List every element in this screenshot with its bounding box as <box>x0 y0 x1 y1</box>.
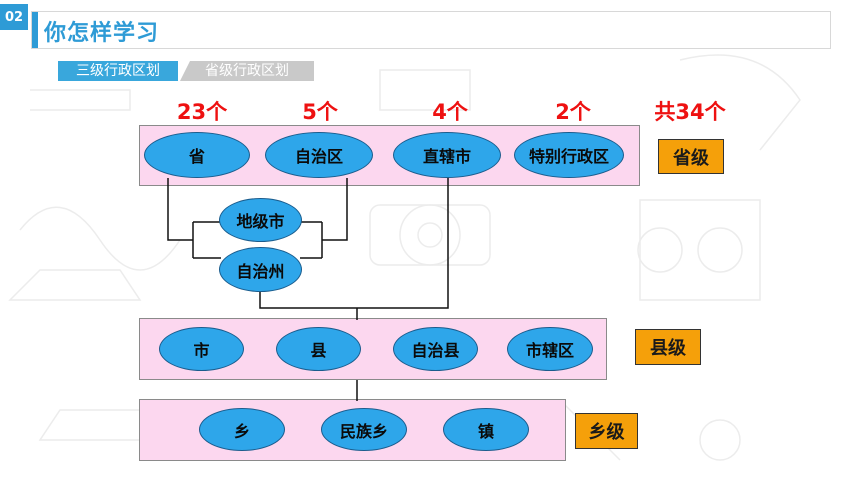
count-autonomous-region: 5个 <box>302 100 338 124</box>
node-province: 省 <box>144 132 250 178</box>
node-township: 乡 <box>199 408 285 451</box>
tab-province-divisions[interactable]: 省级行政区划 <box>180 61 314 81</box>
node-ethnic-township: 民族乡 <box>321 408 407 451</box>
node-autonomous-prefecture: 自治州 <box>219 247 302 292</box>
node-county: 县 <box>276 327 361 371</box>
county-level-label: 县级 <box>635 329 701 365</box>
node-municipality: 直辖市 <box>393 132 501 178</box>
page-title-box: 你怎样学习 <box>31 11 831 49</box>
node-city: 市 <box>159 327 244 371</box>
count-province: 23个 <box>176 100 228 124</box>
page-title: 你怎样学习 <box>44 21 160 46</box>
node-special-administrative-region: 特别行政区 <box>514 132 624 178</box>
count-total: 共34个 <box>654 100 726 124</box>
node-autonomous-county: 自治县 <box>393 327 478 371</box>
province-level-label: 省级 <box>658 139 724 174</box>
node-city-district: 市辖区 <box>507 327 593 371</box>
count-municipality: 4个 <box>432 100 468 124</box>
count-sar: 2个 <box>555 100 591 124</box>
slide-number: 02 <box>0 4 28 30</box>
node-town: 镇 <box>443 408 529 451</box>
tab-three-level-divisions[interactable]: 三级行政区划 <box>58 61 178 81</box>
node-autonomous-region: 自治区 <box>265 132 373 178</box>
title-accent-bar <box>32 12 38 48</box>
township-level-label: 乡级 <box>575 413 638 449</box>
node-prefecture-level-city: 地级市 <box>219 198 302 242</box>
